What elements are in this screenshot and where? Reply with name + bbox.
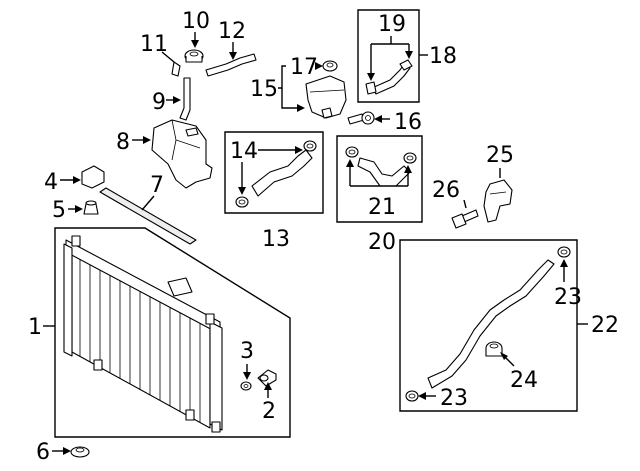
svg-text:8: 8 <box>116 130 130 155</box>
svg-text:23: 23 <box>440 386 468 411</box>
callout-24: 24 <box>500 352 538 393</box>
callout-18: 18 <box>419 44 457 69</box>
callout-8: 8 <box>116 130 151 155</box>
callout-22: 22 <box>577 313 619 338</box>
tank-hose-box <box>357 9 420 103</box>
expansion-tank <box>305 75 347 119</box>
svg-text:20: 20 <box>368 230 396 255</box>
drain-plug <box>257 369 277 387</box>
callout-23-lower: 23 <box>418 386 468 411</box>
tank-hose <box>365 59 413 95</box>
callout-15: 15 <box>250 65 305 112</box>
svg-text:14: 14 <box>230 139 258 164</box>
svg-text:4: 4 <box>44 170 58 195</box>
callout-7: 7 <box>141 173 164 211</box>
svg-text:2: 2 <box>262 399 276 424</box>
hose-clamp-upper-a <box>303 140 317 152</box>
svg-text:22: 22 <box>591 313 619 338</box>
reservoir-cap <box>184 49 204 63</box>
o-ring <box>240 381 252 391</box>
svg-text:12: 12 <box>218 19 246 44</box>
pipe-fitting <box>485 341 503 357</box>
overflow-hose <box>179 77 191 121</box>
callout-11: 11 <box>140 32 175 63</box>
svg-text:18: 18 <box>429 44 457 69</box>
radiator-bracket <box>81 165 105 189</box>
radiator-group-box <box>54 227 291 438</box>
callout-26: 26 <box>432 178 467 209</box>
air-seal-strip <box>99 187 197 245</box>
hose-clamp-lower-a <box>345 146 359 158</box>
callout-13: 13 <box>262 227 290 252</box>
mounting-bolt <box>451 209 479 229</box>
svg-text:23: 23 <box>554 285 582 310</box>
callout-3: 3 <box>240 339 254 380</box>
hose-clamp-lower-b <box>403 152 417 164</box>
cushion <box>83 200 99 215</box>
svg-text:17: 17 <box>290 55 318 80</box>
bolt <box>347 111 375 125</box>
upper-radiator-hose <box>251 149 313 197</box>
coolant-reservoir <box>151 119 213 189</box>
callout-25: 25 <box>486 143 514 178</box>
svg-text:7: 7 <box>150 173 164 198</box>
callout-9: 9 <box>152 90 181 115</box>
callout-6: 6 <box>36 440 71 465</box>
svg-text:9: 9 <box>152 90 166 115</box>
callout-14: 14 <box>230 139 303 195</box>
svg-text:19: 19 <box>378 12 406 37</box>
svg-text:3: 3 <box>240 339 254 364</box>
pipe-clamp-upper <box>557 246 571 258</box>
pipe-clamp-lower <box>405 390 419 402</box>
callout-16: 16 <box>374 110 422 135</box>
callout-2: 2 <box>262 382 276 424</box>
hose-clamp-upper-b <box>235 196 249 208</box>
callout-10: 10 <box>182 9 210 48</box>
svg-text:5: 5 <box>52 198 66 223</box>
callout-17: 17 <box>290 55 323 80</box>
callout-20: 20 <box>368 230 396 255</box>
lower-radiator-hose <box>357 157 411 187</box>
svg-text:16: 16 <box>394 110 422 135</box>
tank-cap <box>322 60 338 72</box>
lower-mount-insulator <box>70 446 90 458</box>
svg-text:21: 21 <box>368 195 396 220</box>
svg-text:6: 6 <box>36 440 50 465</box>
lower-hose-box <box>336 135 423 223</box>
svg-text:15: 15 <box>250 77 278 102</box>
hose-bracket <box>483 179 513 223</box>
water-pipe-box <box>399 239 578 412</box>
radiator <box>63 235 223 433</box>
hose-clip <box>171 61 181 77</box>
callout-19: 19 <box>367 12 413 81</box>
callout-5: 5 <box>52 198 83 223</box>
upper-hose-box <box>224 131 324 214</box>
svg-text:10: 10 <box>182 9 210 34</box>
svg-text:24: 24 <box>510 368 538 393</box>
reservoir-hose <box>205 53 257 77</box>
svg-text:25: 25 <box>486 143 514 168</box>
callout-12: 12 <box>218 19 246 60</box>
water-pipe <box>427 259 555 389</box>
svg-text:26: 26 <box>432 178 460 203</box>
callout-4: 4 <box>44 170 81 195</box>
svg-text:13: 13 <box>262 227 290 252</box>
callout-21: 21 <box>346 159 412 220</box>
callout-1: 1 <box>28 315 55 340</box>
svg-text:1: 1 <box>28 315 42 340</box>
callout-23-upper: 23 <box>554 259 582 310</box>
